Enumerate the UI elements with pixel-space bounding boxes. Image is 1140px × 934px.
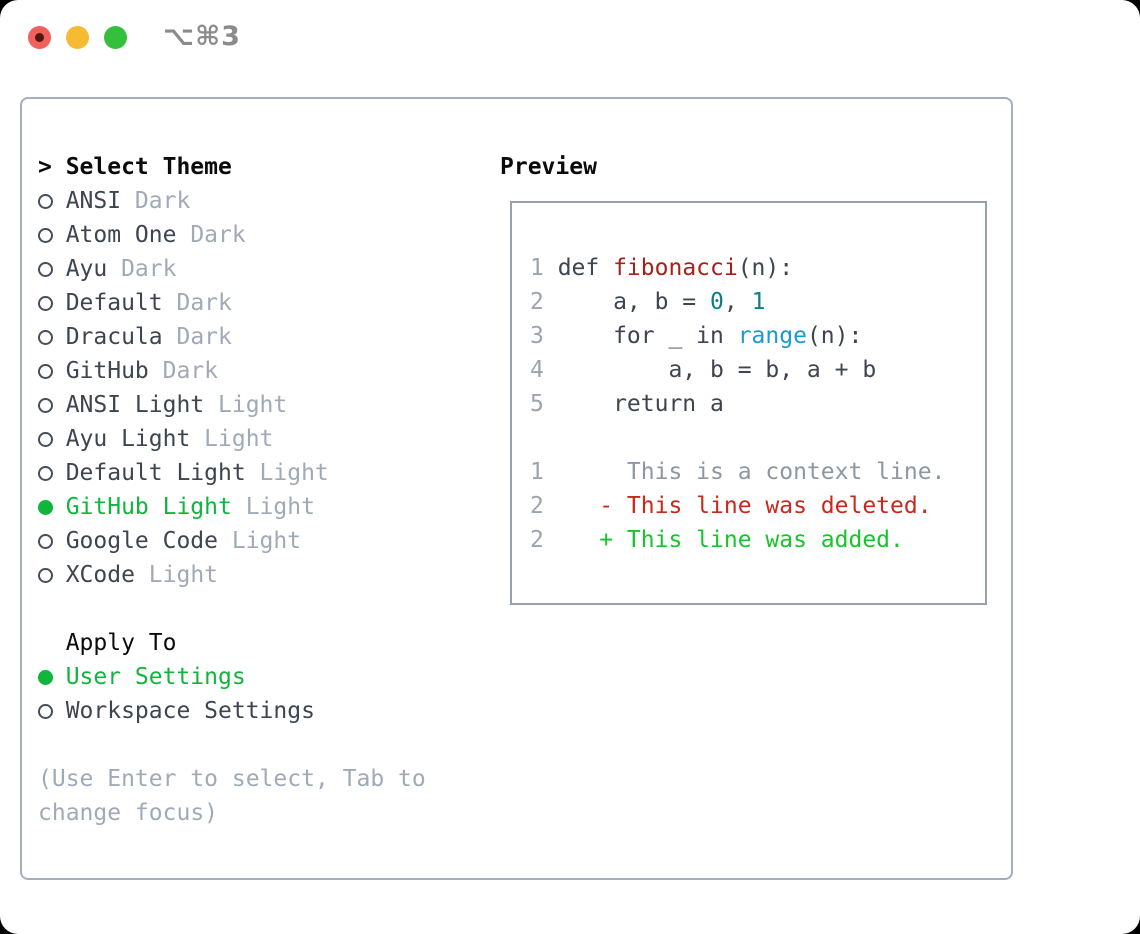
radio-icon bbox=[38, 261, 53, 277]
radio-icon bbox=[38, 431, 53, 447]
code-line: 3 for _ in range(n): bbox=[530, 319, 985, 353]
traffic-lights bbox=[28, 26, 127, 49]
minimize-button[interactable] bbox=[66, 26, 89, 49]
radio-icon bbox=[38, 465, 53, 481]
diff-deleted-line: 2 - This line was deleted. bbox=[530, 489, 985, 523]
radio-selected-icon bbox=[38, 669, 53, 685]
preview-title: Preview bbox=[500, 154, 597, 180]
apply-option-user-settings[interactable]: User Settings bbox=[38, 660, 440, 694]
radio-icon bbox=[38, 397, 53, 413]
radio-icon bbox=[38, 193, 53, 209]
zoom-button[interactable] bbox=[104, 26, 127, 49]
line-number: 5 bbox=[530, 391, 544, 417]
select-theme-header: > Select Theme bbox=[38, 150, 440, 184]
section-title: Select Theme bbox=[65, 154, 232, 180]
line-number: 4 bbox=[530, 357, 544, 383]
code-line: 5 return a bbox=[530, 387, 985, 421]
code-line: 2 a, b = 0, 1 bbox=[530, 285, 985, 319]
line-number: 2 bbox=[530, 289, 544, 315]
radio-icon bbox=[38, 227, 53, 243]
line-number: 3 bbox=[530, 323, 544, 349]
close-button[interactable] bbox=[28, 26, 51, 49]
radio-icon bbox=[38, 533, 53, 549]
code-line: 4 a, b = b, a + b bbox=[530, 353, 985, 387]
apply-to-header: Apply To bbox=[65, 630, 177, 656]
diff-context-line: 1 This is a context line. bbox=[530, 455, 985, 489]
line-number: 2 bbox=[530, 493, 544, 519]
cursor-chevron-icon: > bbox=[38, 154, 52, 180]
line-number: 1 bbox=[530, 255, 544, 281]
radio-icon bbox=[38, 703, 53, 719]
apply-option-workspace-settings[interactable]: Workspace Settings bbox=[38, 694, 440, 728]
title-bar: ⌥⌘3 bbox=[0, 0, 1140, 75]
diff-added-line: 2 + This line was added. bbox=[530, 523, 985, 557]
radio-icon bbox=[38, 329, 53, 345]
line-number: 1 bbox=[530, 459, 544, 485]
radio-icon bbox=[38, 363, 53, 379]
keyboard-hint: (Use Enter to select, Tab to change focu… bbox=[38, 766, 426, 826]
radio-icon bbox=[38, 567, 53, 583]
radio-icon bbox=[38, 295, 53, 311]
radio-selected-icon bbox=[38, 499, 53, 515]
window-shortcut-label: ⌥⌘3 bbox=[163, 21, 241, 52]
line-number: 2 bbox=[530, 527, 544, 553]
